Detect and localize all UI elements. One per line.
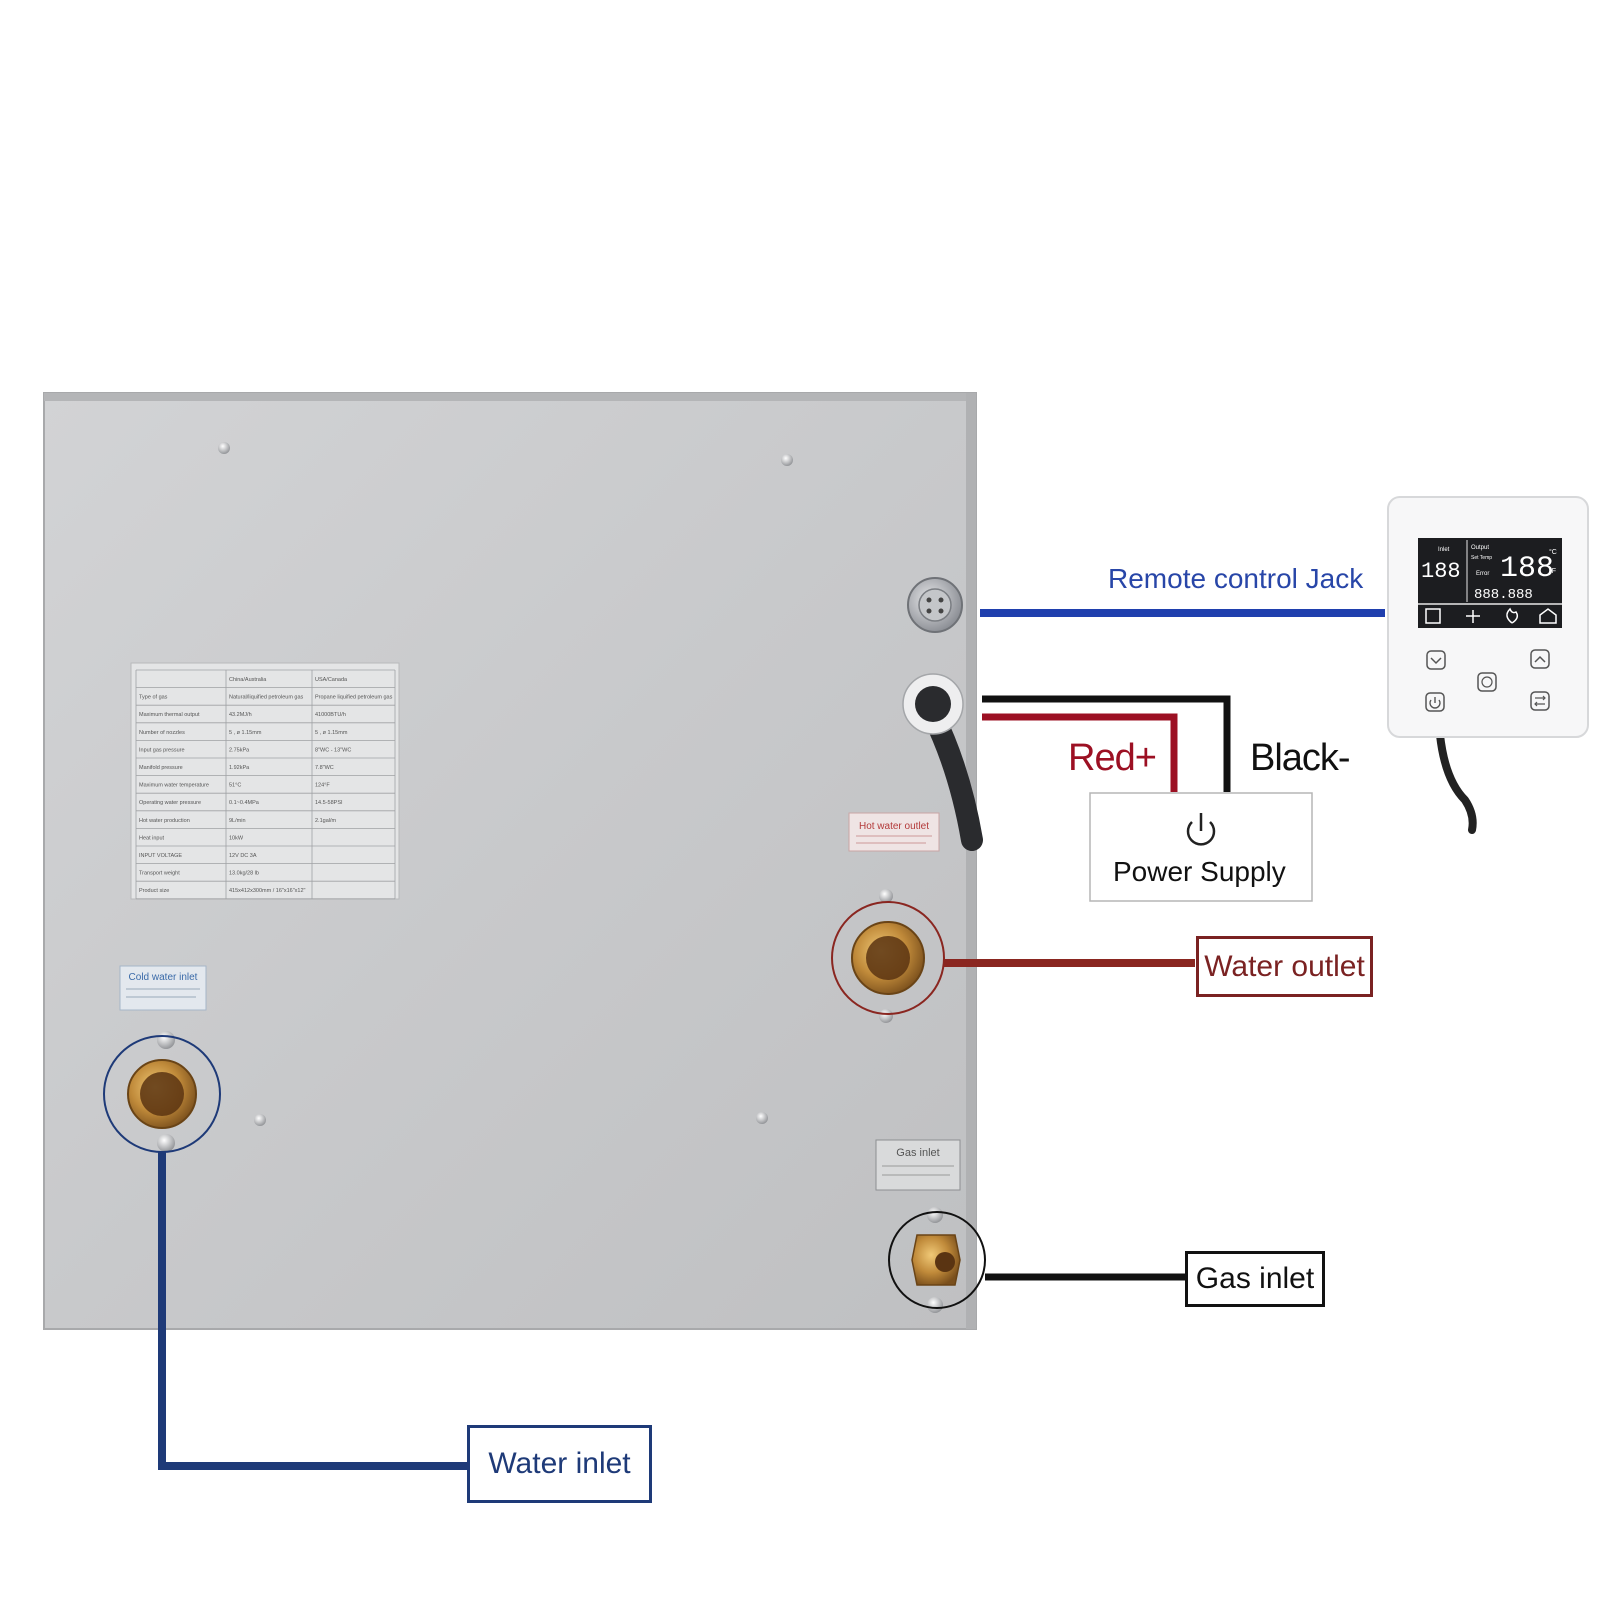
spec-cell: 2.1gal/m — [315, 818, 337, 824]
gas-inlet-sticker: Gas inlet — [875, 1139, 961, 1191]
wires — [158, 609, 1385, 1470]
red-wire — [982, 713, 1178, 792]
spec-cell: 7.8"WC — [315, 765, 334, 771]
spec-cell: 10kW — [229, 835, 244, 841]
remote-control-jack-label: Remote control Jack — [1108, 563, 1364, 594]
power-supply-box — [1089, 792, 1313, 902]
spec-cell: 1.92kPa — [229, 765, 250, 771]
remote-lcd-screen — [1418, 538, 1562, 628]
spec-header-cell: USA/Canada — [315, 677, 348, 683]
lcd-flame-icon — [1506, 607, 1519, 624]
spec-cell: Input gas pressure — [139, 747, 185, 753]
spec-cell: Manifold pressure — [139, 765, 183, 771]
lcd-inlet-label: Inlet — [1438, 547, 1450, 553]
up-button-icon — [1530, 649, 1550, 669]
spec-cell: Maximum water temperature — [139, 783, 209, 789]
lcd-left-digits: 188 — [1421, 559, 1461, 584]
hot-water-outlet-sticker-text: Hot water outlet — [859, 821, 929, 832]
lcd-right-digits: 188 — [1500, 552, 1554, 586]
power-button-icon — [1425, 692, 1445, 712]
power-cable — [902, 673, 983, 851]
cold-water-inlet-sticker-text: Cold water inlet — [129, 972, 198, 983]
spec-cell: Type of gas — [139, 695, 168, 701]
swap-button-icon — [1530, 691, 1550, 711]
lcd-mode-icons — [1425, 607, 1557, 624]
lcd-unit-c: °C — [1549, 548, 1557, 556]
panel-screws — [218, 442, 793, 1126]
spec-cell: 9L/min — [229, 818, 246, 824]
gas-inlet-fitting — [888, 1207, 986, 1313]
spec-cell: Natural/liquified petroleum gas — [229, 695, 304, 701]
lcd-home-icon — [1539, 608, 1557, 624]
spec-cell: 0.1~0.4MPa — [229, 800, 260, 806]
lcd-unit-f: °F — [1549, 567, 1556, 575]
lcd-bottom-digits: 888.888 — [1474, 587, 1533, 603]
spec-cell: Operating water pressure — [139, 800, 201, 806]
spec-cell: 5 , ø 1.15mm — [315, 730, 348, 736]
gas-inlet-sticker-text: Gas inlet — [896, 1147, 939, 1159]
water-outlet-label: Water outlet — [1196, 936, 1373, 997]
power-icon — [1186, 813, 1216, 846]
spec-header-cell: China/Australia — [229, 677, 267, 683]
down-button-icon — [1426, 650, 1446, 670]
spec-cell: 12V DC 3A — [229, 853, 257, 859]
spec-cell: Maximum thermal output — [139, 712, 200, 718]
spec-cell: 124°F — [315, 783, 330, 789]
remote-buttons — [1425, 649, 1550, 712]
spec-cell: INPUT VOLTAGE — [139, 853, 182, 859]
spec-cell: 8"WC - 13"WC — [315, 747, 351, 753]
water-inlet-wire — [158, 1152, 468, 1470]
spec-cell: Product size — [139, 888, 169, 894]
red-plus-label: Red+ — [1068, 737, 1157, 779]
cold-water-inlet-sticker: Cold water inlet — [119, 965, 207, 1011]
spec-cell: 2.75kPa — [229, 747, 250, 753]
lcd-menu-icon — [1425, 608, 1441, 624]
remote-jack-connector — [907, 577, 963, 633]
spec-cell: 415x412x300mm / 16"x16"x12" — [229, 888, 306, 894]
remote-controller: Inlet Output Set Temp Error 188 188 °C °… — [1387, 496, 1589, 834]
spec-cell: 14.5-58PSI — [315, 800, 343, 806]
spec-cell: 51°C — [229, 783, 241, 789]
spec-cell: Hot water production — [139, 818, 190, 824]
water-inlet-fitting — [103, 1031, 221, 1153]
spec-cell: Transport weight — [139, 871, 180, 877]
fan-button-icon — [1477, 672, 1497, 692]
water-inlet-label: Water inlet — [467, 1425, 652, 1503]
black-wire — [982, 695, 1231, 792]
lcd-output-label: Output — [1471, 545, 1489, 551]
gas-inlet-label: Gas inlet — [1185, 1251, 1325, 1307]
spec-cell: Number of nozzles — [139, 730, 185, 736]
black-minus-label: Black- — [1250, 737, 1351, 779]
spec-cell: Propane liquified petroleum gas — [315, 695, 393, 701]
spec-cell: 41000BTU/h — [315, 712, 346, 718]
spec-cell: 43.2MJ/h — [229, 712, 252, 718]
water-outlet-fitting — [831, 889, 945, 1023]
lcd-set-temp-label: Set Temp — [1471, 555, 1492, 561]
hot-water-outlet-sticker: Hot water outlet — [848, 812, 940, 852]
lcd-error-label: Error — [1476, 571, 1489, 577]
spec-cell: 5 , ø 1.15mm — [229, 730, 262, 736]
power-supply-label: Power Supply — [1113, 856, 1286, 887]
spec-cell: Heat input — [139, 835, 165, 841]
spec-cell: 13.0kg/28 lb — [229, 871, 259, 877]
